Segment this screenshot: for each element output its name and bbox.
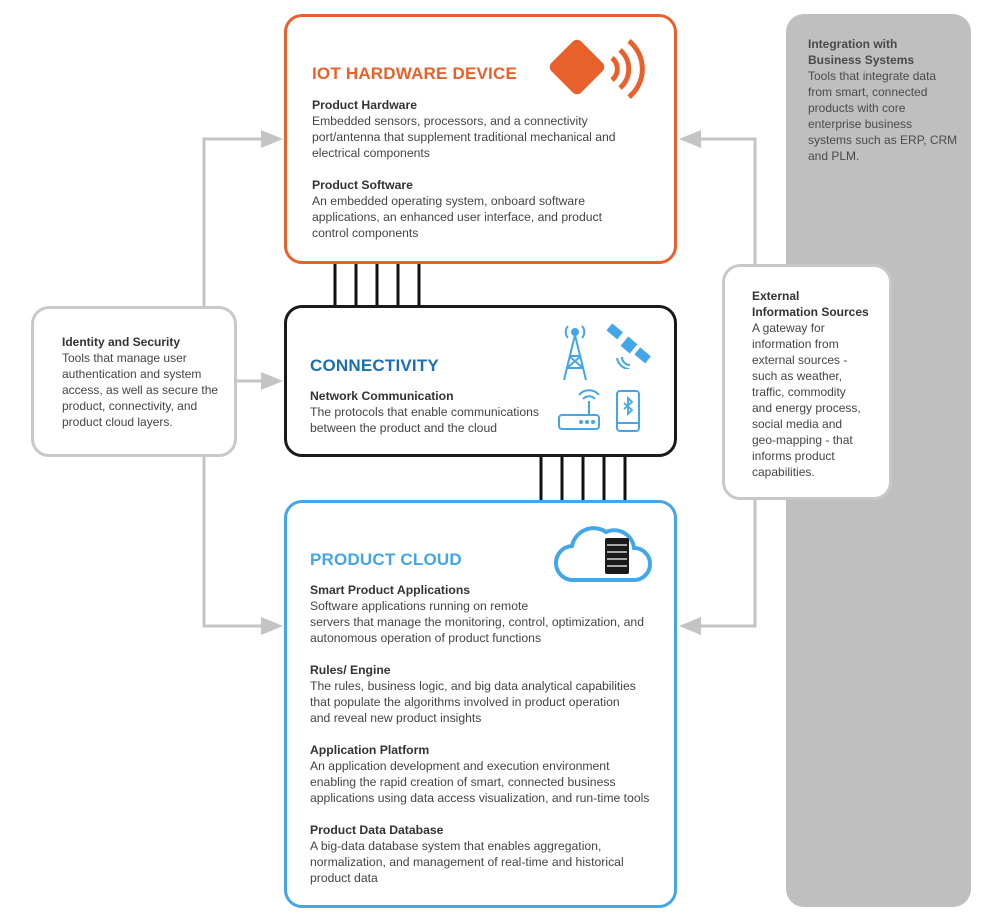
- section-title: Product Data Database: [310, 823, 444, 837]
- bluetooth-phone-icon: [616, 390, 640, 432]
- identity-security-text: Identity and Security Tools that manage …: [62, 334, 232, 430]
- identity-title: Identity and Security: [62, 335, 181, 349]
- arrow-id-to-cloud: [202, 457, 262, 628]
- arrowhead-left: [679, 130, 701, 148]
- section-description: A big-data database system that enables …: [310, 839, 624, 885]
- cloud-section-smart-product-applications: Smart Product Applications Software appl…: [310, 582, 665, 646]
- external-sources-text: External Information Sources A gateway f…: [752, 288, 887, 480]
- hardware-section-product-hardware: Product Hardware Embedded sensors, proce…: [312, 97, 662, 161]
- section-description: Software applications running on remote …: [310, 599, 644, 645]
- arrowhead-left: [679, 617, 701, 635]
- cloud-server-icon: [554, 526, 652, 583]
- section-title: Smart Product Applications: [310, 583, 471, 597]
- arrow-lines: [202, 137, 757, 628]
- integration-title: Integration with Business Systems: [808, 37, 915, 67]
- integration-description: Tools that integrate data from smart, co…: [808, 69, 958, 163]
- hardware-title: IOT HARDWARE DEVICE: [312, 64, 517, 83]
- arrow-id-to-hardware: [202, 137, 262, 306]
- hardware-section-product-software: Product Software An embedded operating s…: [312, 177, 662, 241]
- product-cloud-title: PRODUCT CLOUD: [310, 550, 462, 569]
- external-description: A gateway for information from external …: [752, 321, 861, 479]
- arrowhead-right: [261, 372, 283, 390]
- arrow-ext-to-cloud: [700, 500, 757, 628]
- integration-text: Integration with Business Systems Tools …: [808, 36, 968, 164]
- section-title: Product Hardware: [312, 98, 417, 112]
- diamond-signal-icon: [549, 39, 645, 99]
- identity-description: Tools that manage user authentication an…: [62, 351, 219, 429]
- cloud-section-product-data-database: Product Data Database A big-data databas…: [310, 822, 665, 886]
- wifi-router-icon: [558, 389, 600, 430]
- section-description: Embedded sensors, processors, and a conn…: [312, 114, 616, 160]
- section-title: Network Communication: [310, 389, 454, 403]
- section-title: Rules/ Engine: [310, 663, 391, 677]
- arrowhead-right: [261, 617, 283, 635]
- arrowhead-right: [261, 130, 283, 148]
- section-description: An application development and execution…: [310, 759, 650, 805]
- section-description: The protocols that enable communications…: [310, 405, 539, 435]
- hardware-box: [284, 14, 677, 264]
- section-description: The rules, business logic, and big data …: [310, 679, 636, 725]
- connectivity-section-network-communication: Network Communication The protocols that…: [310, 388, 560, 436]
- section-description: An embedded operating system, onboard so…: [312, 194, 602, 240]
- identity-security-box: [31, 306, 237, 457]
- arrow-ext-to-hardware: [700, 137, 757, 264]
- satellite-icon: [606, 323, 651, 369]
- external-sources-box: [722, 264, 892, 500]
- cell-tower-icon: [563, 325, 587, 381]
- cloud-section-application-platform: Application Platform An application deve…: [310, 742, 665, 806]
- cloud-section-rules-engine: Rules/ Engine The rules, business logic,…: [310, 662, 665, 726]
- connectivity-title: CONNECTIVITY: [310, 356, 439, 375]
- external-title: External Information Sources: [752, 289, 869, 319]
- section-title: Product Software: [312, 178, 413, 192]
- section-title: Application Platform: [310, 743, 430, 757]
- arrow-heads: [261, 130, 701, 635]
